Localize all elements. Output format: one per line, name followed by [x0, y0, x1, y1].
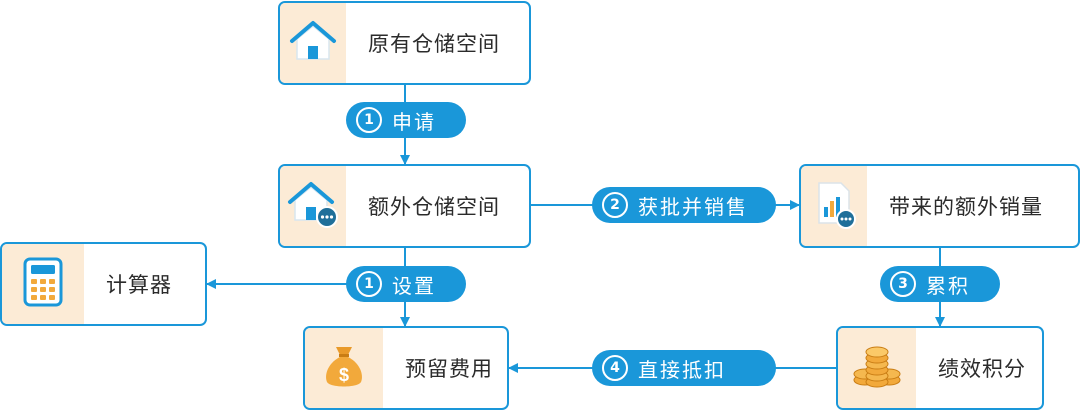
step-number-badge: 2: [602, 192, 628, 218]
svg-text:$: $: [339, 365, 349, 385]
node-performance-points: 绩效积分: [836, 326, 1044, 410]
node-label: 原有仓储空间: [368, 32, 500, 56]
node-reserved-fee: $ 预留费用: [303, 326, 509, 410]
node-label: 绩效积分: [938, 357, 1026, 381]
step-approve-sell-pill: 2 获批并销售: [592, 187, 776, 223]
node-calculator: 计算器: [0, 242, 207, 326]
step-number-badge: 4: [602, 355, 628, 381]
step-label: 设置: [392, 273, 436, 298]
money-bag-icon: $: [321, 341, 367, 395]
step-label: 累积: [926, 273, 970, 298]
step-number-badge: 1: [356, 107, 382, 133]
node-label: 预留费用: [405, 357, 493, 381]
icon-cell: [280, 3, 346, 83]
step-label: 申请: [392, 109, 436, 134]
step-accumulate-pill: 3 累积: [880, 266, 1000, 302]
step-label: 获批并销售: [638, 194, 748, 219]
node-label: 带来的额外销量: [889, 195, 1043, 219]
chart-report-icon: [809, 179, 859, 233]
coin-stack-icon: [851, 342, 903, 394]
node-original-storage: 原有仓储空间: [278, 1, 531, 85]
node-label: 额外仓储空间: [368, 195, 500, 219]
house-chat-icon: [287, 180, 339, 232]
step-setup-pill: 1 设置: [346, 266, 466, 302]
step-label: 直接抵扣: [638, 357, 726, 382]
icon-cell: $: [305, 328, 383, 408]
step-number-badge: 1: [356, 271, 382, 297]
icon-cell: [280, 166, 346, 246]
step-apply-pill: 1 申请: [346, 102, 466, 138]
icon-cell: [838, 328, 916, 408]
node-extra-sales: 带来的额外销量: [799, 164, 1080, 248]
node-extra-storage: 额外仓储空间: [278, 164, 531, 248]
calculator-icon: [23, 257, 63, 311]
house-icon: [289, 19, 337, 67]
node-label: 计算器: [106, 273, 172, 297]
step-deduct-pill: 4 直接抵扣: [592, 350, 776, 386]
step-number-badge: 3: [890, 271, 916, 297]
icon-cell: [2, 244, 84, 324]
icon-cell: [801, 166, 867, 246]
